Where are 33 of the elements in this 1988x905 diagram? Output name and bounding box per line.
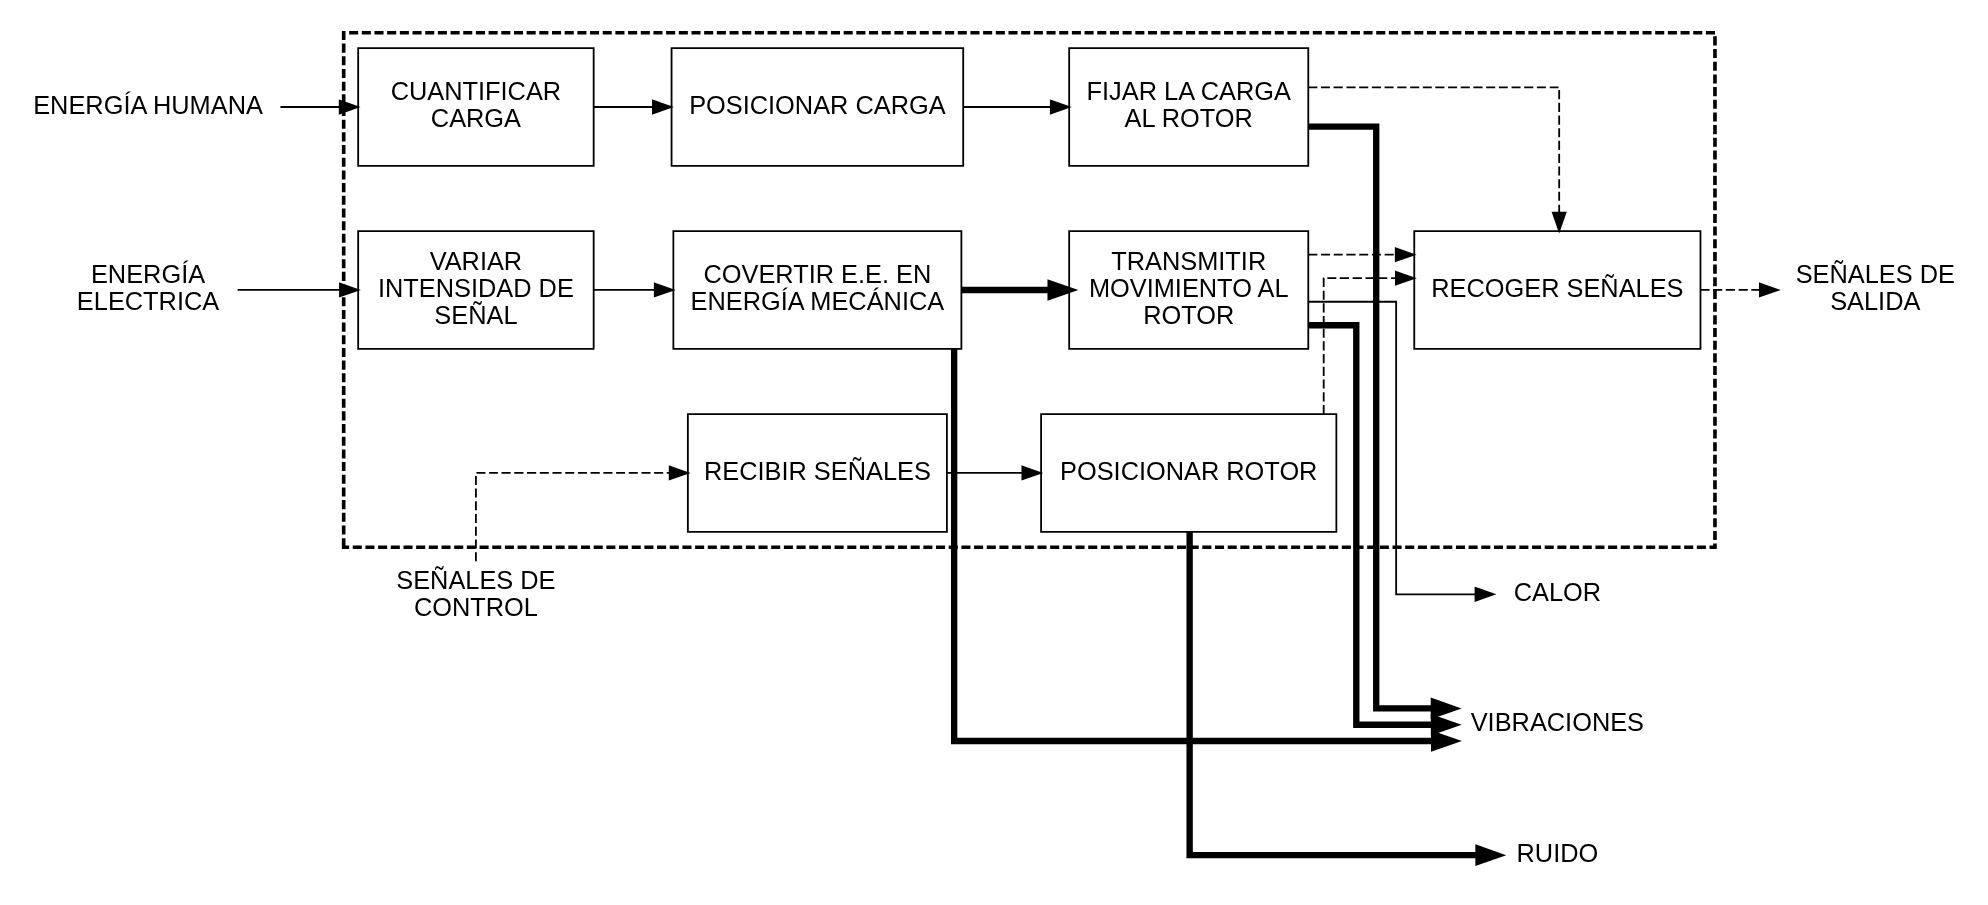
node-text: SEÑALES DE CONTROL	[396, 565, 556, 621]
node-box: CUANTIFICAR CARGA	[357, 46, 595, 167]
arrow	[946, 464, 1044, 481]
node-text: CALOR	[1513, 577, 1602, 606]
arrow	[1322, 270, 1417, 415]
arrow	[1308, 321, 1462, 736]
arrow	[236, 281, 361, 298]
arrow	[593, 98, 674, 115]
arrow	[961, 278, 1079, 301]
arrow	[1186, 531, 1507, 866]
node-text: SEÑALES DE SALIDA	[1795, 259, 1955, 315]
node-box: POSICIONAR CARGA	[670, 46, 965, 167]
arrow	[593, 281, 676, 298]
node-box: FIJAR LA CARGA AL ROTOR	[1068, 46, 1310, 167]
arrow	[1307, 86, 1567, 234]
node-box: COVERTIR E.E. EN ENERGÍA MECÁNICA	[672, 229, 963, 350]
node-text: ENERGÍA ELECTRICA	[76, 259, 220, 315]
arrow	[962, 98, 1072, 115]
node-box: VARIAR INTENSIDAD DE SEÑAL	[357, 229, 595, 350]
node-box: RECIBIR SEÑALES	[686, 412, 948, 533]
arrow	[951, 348, 1462, 752]
arrow	[475, 464, 691, 562]
arrow	[279, 98, 361, 115]
node-box: TRANSMITIR MOVIMIENTO AL ROTOR	[1068, 229, 1310, 350]
arrow	[1307, 246, 1417, 262]
arrow	[1699, 281, 1781, 298]
node-text: VIBRACIONES	[1470, 707, 1645, 736]
node-box: POSICIONAR ROTOR	[1040, 412, 1338, 533]
arrow	[1308, 122, 1462, 719]
node-box: RECOGER SEÑALES	[1413, 229, 1702, 350]
node-text: RUIDO	[1516, 838, 1599, 867]
arrow	[1307, 300, 1497, 602]
node-text: ENERGÍA HUMANA	[33, 90, 263, 119]
